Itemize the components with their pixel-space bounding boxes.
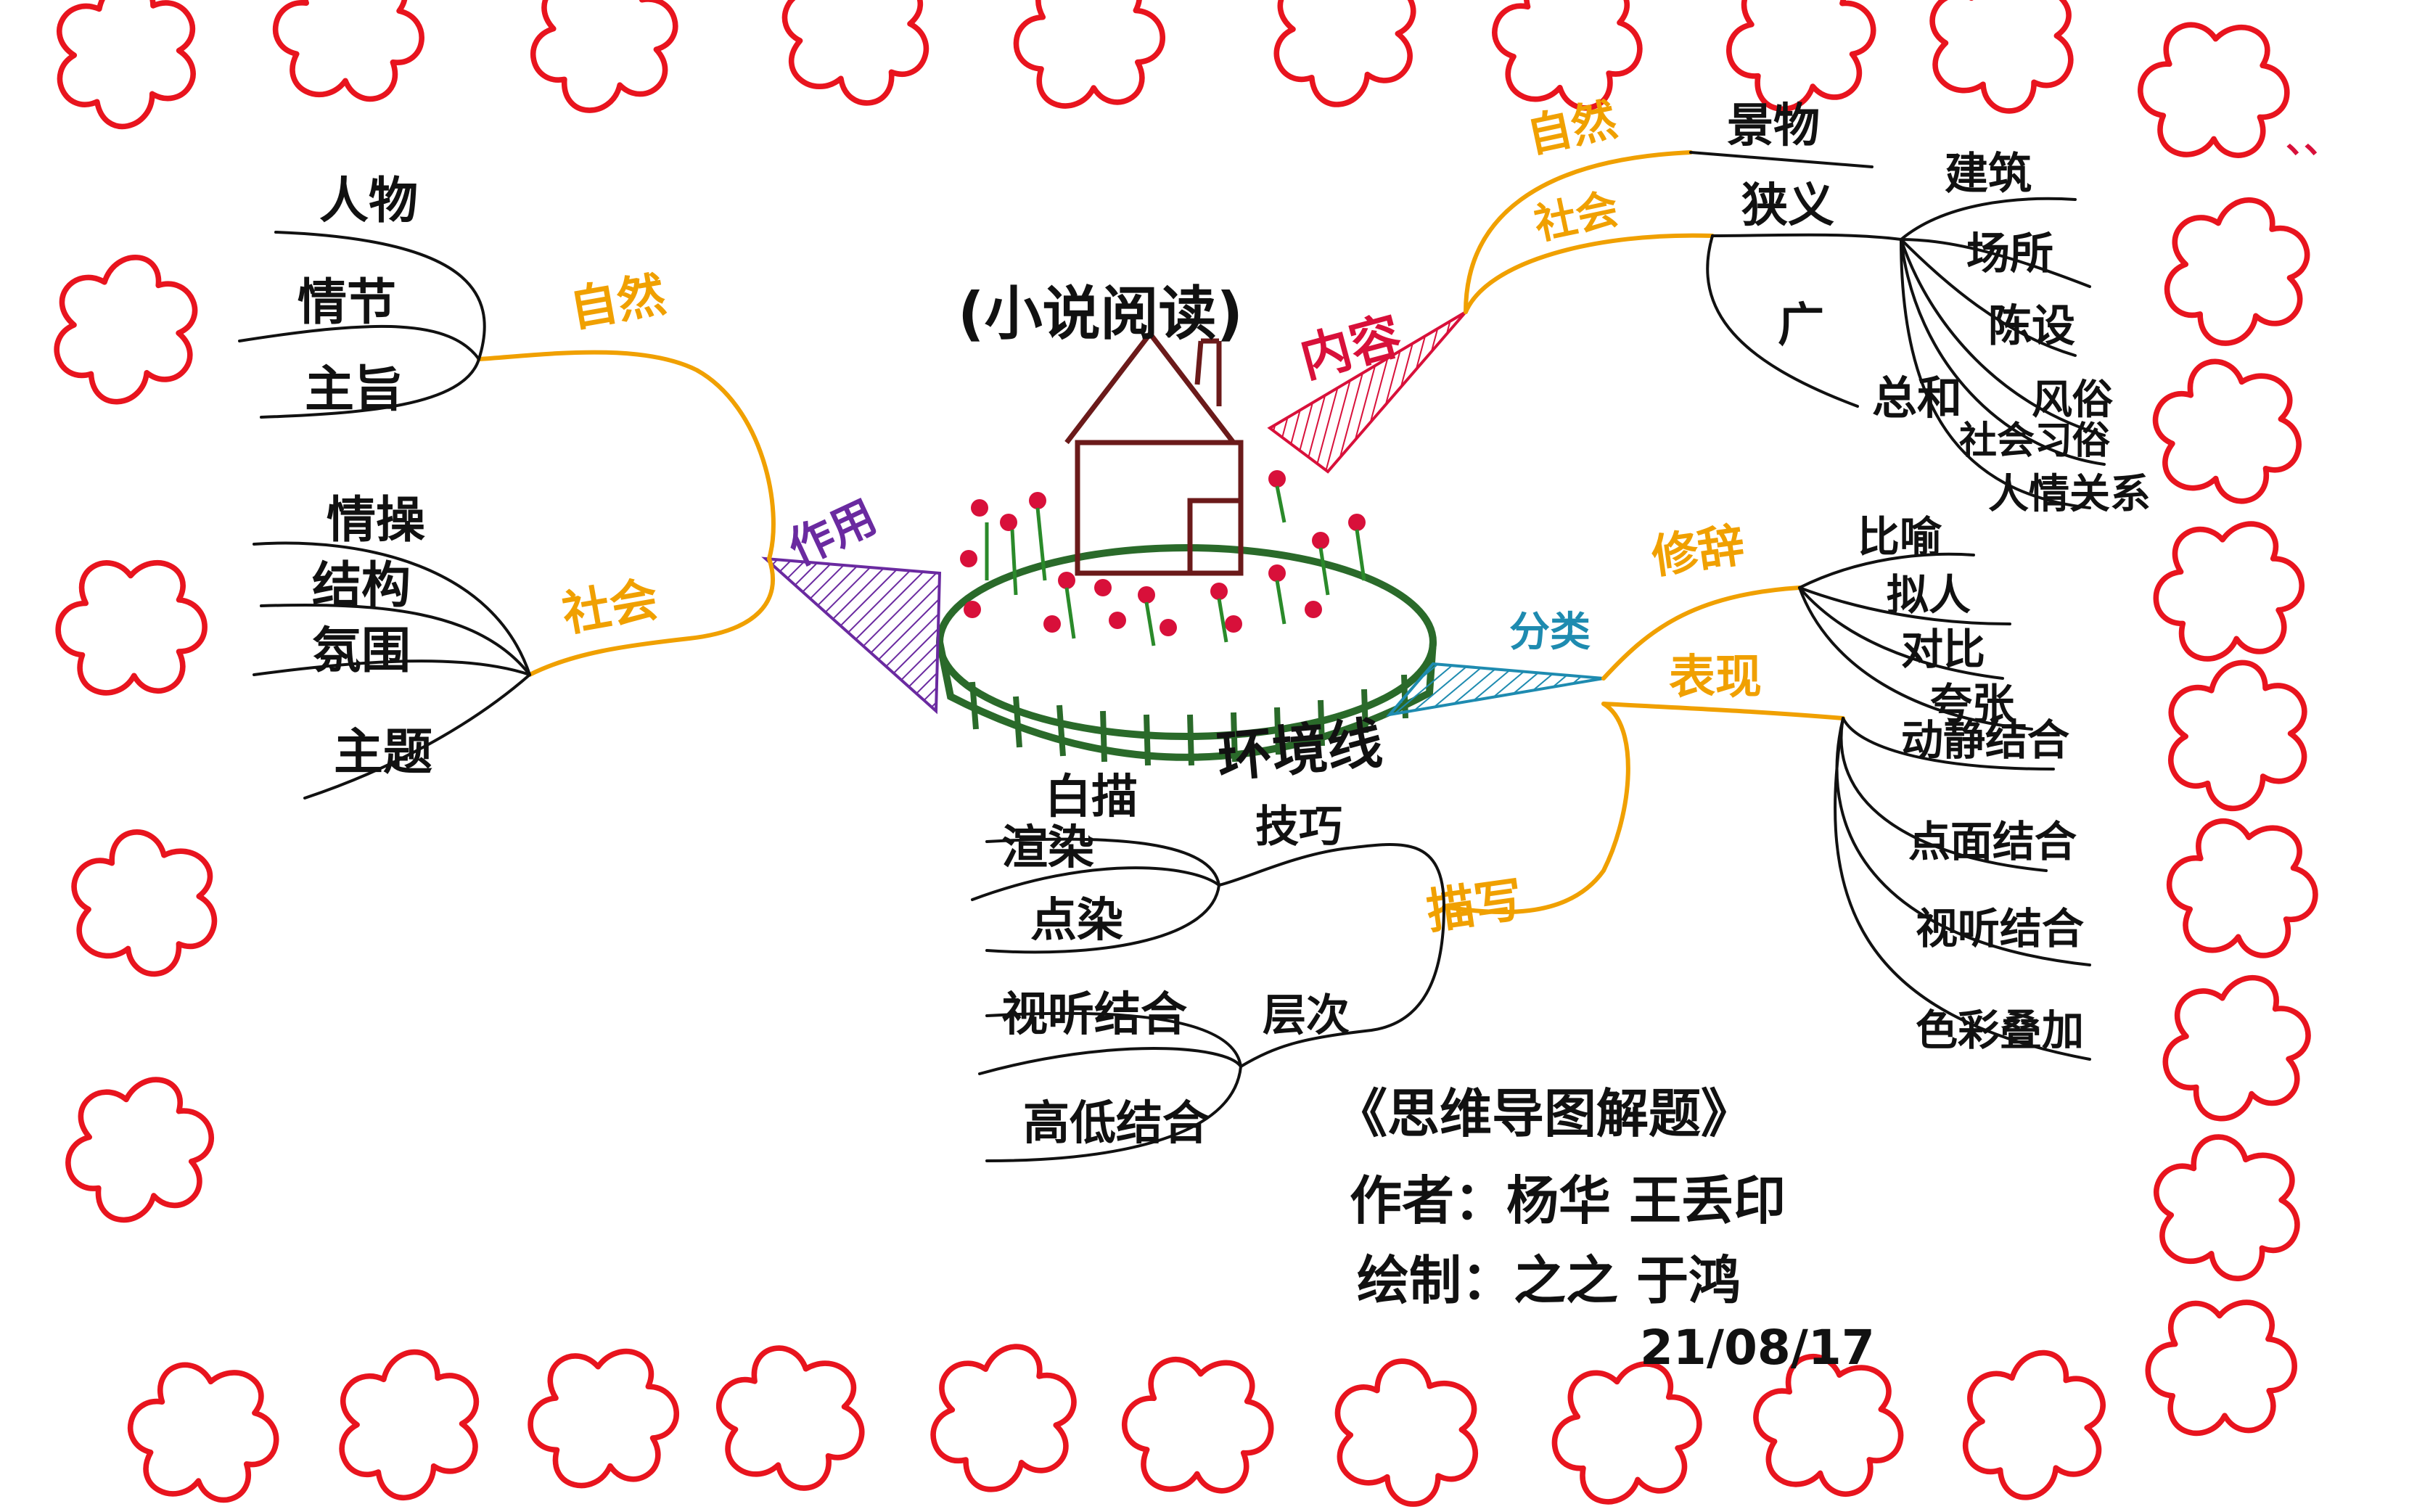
flower-icon [268, 0, 429, 107]
right-nature-branch [1464, 150, 1693, 314]
technique-item-1: 渲染 [1001, 821, 1094, 875]
left-society-item-2: 氛围 [312, 623, 411, 680]
right-nature-label: 自然 [1522, 92, 1621, 163]
rhetoric-subtree: 比喻 拟人 对比 夸张 [1798, 512, 2033, 731]
left-nature-subtree: 人物 情节 主旨 [238, 173, 486, 419]
center-label: 环境线 [1215, 710, 1385, 789]
credits-authors: 作者：杨华 王丢印 [1350, 1170, 1786, 1231]
rhetoric-item-3: 夸张 [1930, 679, 2014, 728]
house-icon [1064, 329, 1244, 576]
left-nature-branch [477, 350, 776, 561]
rhetoric-item-0: 比喻 [1858, 512, 1942, 562]
center-cake-illustration [936, 329, 1437, 766]
flower-icon [30, 0, 221, 147]
flower-icon [2161, 815, 2324, 964]
expression-label: 表现 [1669, 651, 1762, 704]
expression-item-2: 视听结合 [1916, 904, 2084, 953]
flowers-on-cake [960, 470, 1366, 646]
left-society-item-0: 情操 [327, 492, 425, 549]
right-society-item: 狭义 [1741, 179, 1834, 233]
flower-icon [701, 1334, 880, 1503]
right-sub-item-1: 场所 [1966, 229, 2053, 279]
right-sub-item-0: 建筑 [1945, 149, 2032, 200]
strategy-branch [1442, 702, 1630, 915]
flower-icon [516, 0, 692, 123]
flower-icon [1312, 1342, 1501, 1512]
flower-icon [1120, 1356, 1276, 1496]
expression-item-3: 色彩叠加 [1916, 1006, 2084, 1055]
right-sub-item-2: 陈设 [1988, 301, 2075, 352]
left-nature-item-0: 人物 [319, 173, 418, 230]
left-nature-item-1: 情节 [297, 274, 396, 332]
flower-icon [2142, 644, 2333, 829]
bottom-subtree: 技巧 层次 白描 渲染 点染 视听结合 高低结合 [971, 771, 1445, 1162]
expression-branch [1601, 702, 1845, 720]
flower-icon [58, 563, 205, 693]
flower-icon [52, 815, 237, 992]
rhetoric-item-1: 拟人 [1887, 570, 1971, 620]
corner-mark: 、、 [2286, 119, 2340, 161]
flower-icon [1014, 0, 1165, 107]
flower-icon [1543, 1356, 1710, 1509]
technique-label: 技巧 [1255, 802, 1342, 852]
expression-item-0: 动静结合 [1901, 715, 2069, 765]
right-society-branch [1464, 233, 1715, 314]
kind-label: 分类 [1509, 609, 1591, 656]
flower-icon [53, 1069, 226, 1231]
left-society-subtree: 情操 结构 氛围 主题 [253, 492, 531, 800]
technique-item-0: 白描 [1045, 771, 1138, 824]
right-top-subtree: 景物 狭义 广 总和 建筑 场所 陈设 风俗 社会习俗 人情关系 [1689, 99, 2151, 518]
right-sub-item-4: 社会习俗 [1959, 419, 2110, 463]
flower-icon [913, 1333, 1093, 1503]
right-sub-item-3: 风俗 [2032, 377, 2114, 424]
flower-icon [33, 242, 218, 419]
left-nature-item-2: 主旨 [305, 361, 403, 419]
credits: 《思维导图解题》 作者：杨华 王丢印 绘制：之之 于鸿 21/08/17 [1335, 1083, 1875, 1376]
credits-drawer: 绘制：之之 于鸿 [1357, 1250, 1741, 1311]
right-nature-item: 景物 [1727, 99, 1820, 153]
left-society-item-1: 结构 [312, 557, 411, 615]
flower-icon [2147, 1302, 2296, 1434]
left-nature-label: 自然 [565, 266, 669, 338]
flower-icon [313, 1334, 504, 1512]
expression-subtree: 动静结合 点面结合 视听结合 色彩叠加 [1834, 715, 2091, 1061]
level-item-0: 视听结合 [1001, 988, 1187, 1042]
right-sub-item-5: 人情关系 [1988, 471, 2151, 518]
expression-item-1: 点面结合 [1908, 817, 2077, 866]
flower-icon [2137, 22, 2290, 160]
kind-wedge [1385, 662, 1604, 717]
flower-icon [2149, 966, 2324, 1130]
flower-icon [764, 0, 948, 120]
credits-date: 21/08/17 [1640, 1320, 1875, 1376]
diagram-title: (小说阅读) [958, 280, 1243, 348]
flower-icon [2149, 519, 2309, 664]
level-label: 层次 [1263, 990, 1350, 1041]
flower-icon [1941, 1336, 2127, 1512]
flower-icon [1251, 0, 1439, 122]
rhetoric-label: 修辞 [1649, 519, 1748, 585]
left-society-item-3: 主题 [334, 724, 432, 781]
rhetoric-branch [1601, 586, 1802, 681]
level-item-1: 高低结合 [1023, 1097, 1209, 1151]
flower-icon [121, 1357, 286, 1508]
flower-icon [2146, 186, 2328, 358]
left-society-branch [528, 556, 775, 677]
flower-icon [2138, 348, 2316, 515]
strategy-label: 描写 [1424, 871, 1526, 940]
flower-icon [525, 1347, 682, 1490]
credits-book: 《思维导图解题》 [1335, 1083, 1753, 1144]
right-society-sum: 总和 [1872, 371, 1962, 424]
technique-item-2: 点染 [1030, 894, 1123, 948]
left-society-label: 社会 [558, 571, 662, 643]
content-wedge [1267, 311, 1467, 474]
right-society-item2: 广 [1778, 299, 1824, 353]
flower-icon [2135, 1120, 2319, 1296]
flower-icon [1908, 0, 2096, 131]
function-wedge [761, 556, 942, 715]
rhetoric-item-2: 对比 [1901, 625, 1985, 674]
